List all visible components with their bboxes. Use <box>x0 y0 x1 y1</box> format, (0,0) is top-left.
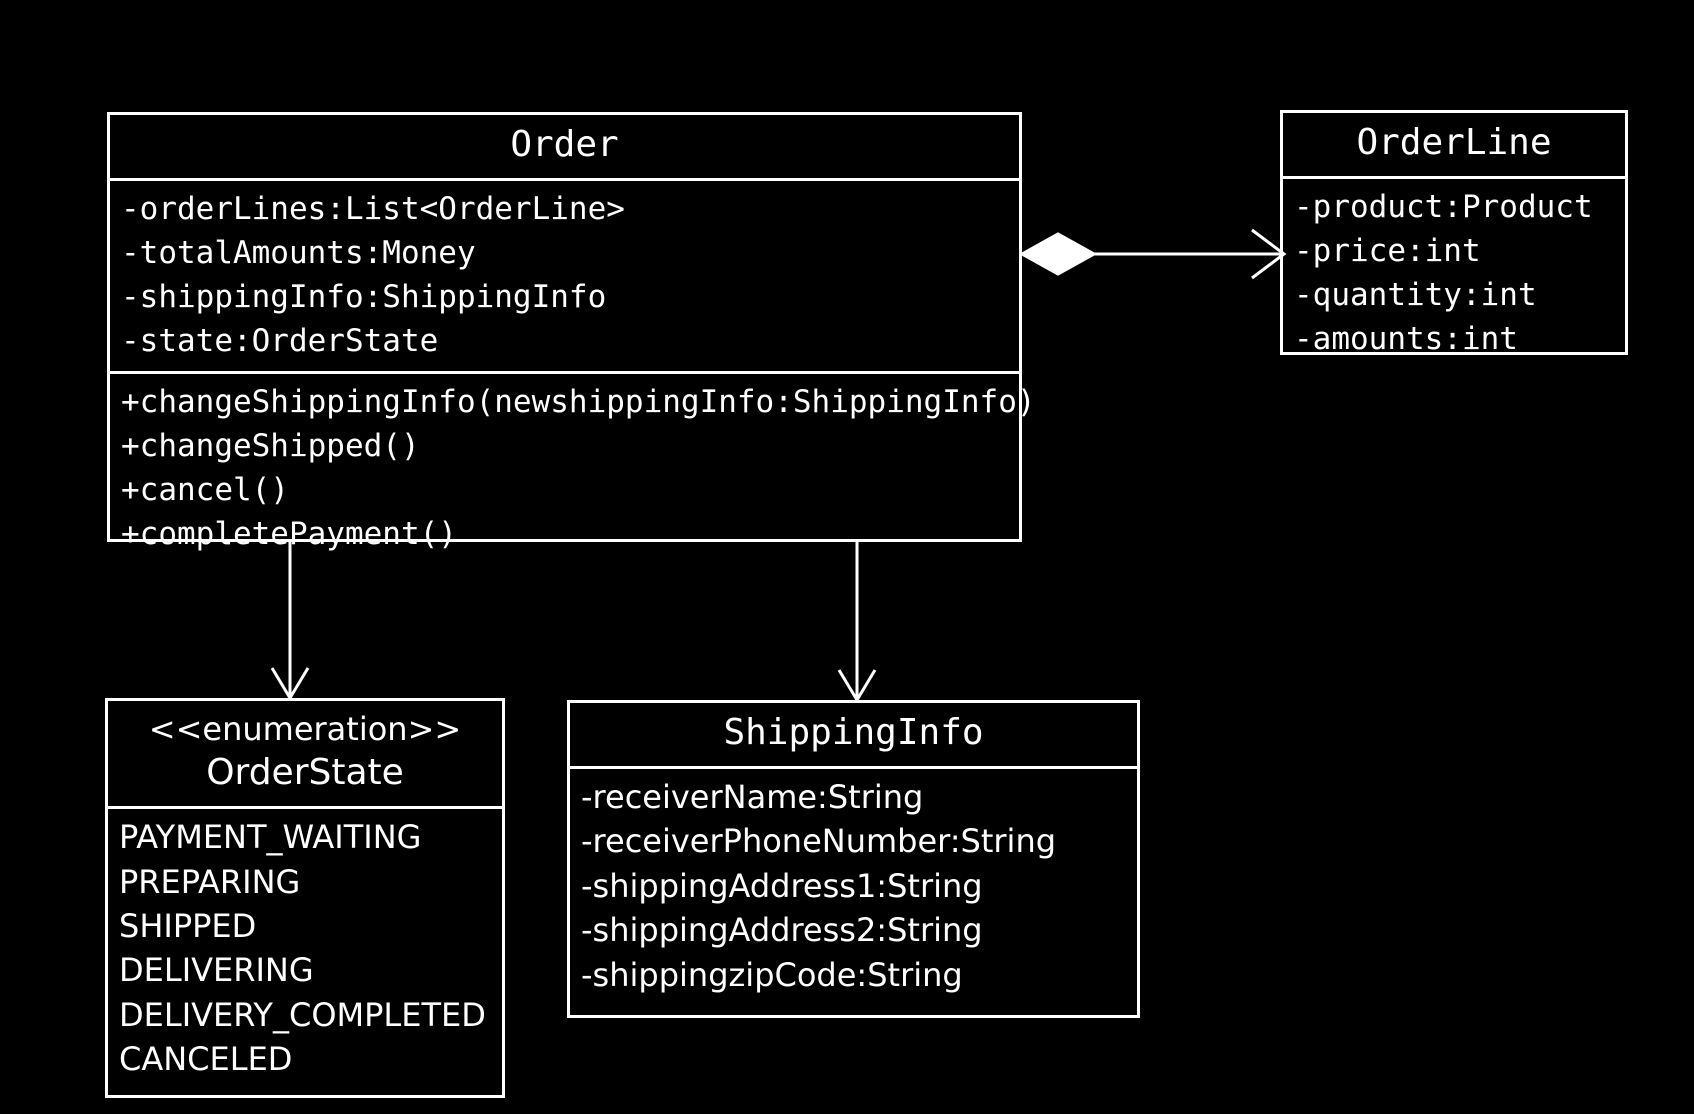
attributes-compartment-shippinginfo: -receiverName:String -receiverPhoneNumbe… <box>570 769 1137 1005</box>
open-arrow-icon <box>837 669 877 703</box>
class-name-orderline: OrderLine <box>1356 122 1552 163</box>
enum-literal-row: DELIVERY_COMPLETED <box>119 995 486 1034</box>
attribute-row: -product:Product <box>1294 188 1593 225</box>
attribute-row: -quantity:int <box>1294 276 1537 313</box>
compartment-divider <box>1283 175 1625 179</box>
attribute-row: -amounts:int <box>1294 320 1518 357</box>
class-box-orderstate[interactable]: <<enumeration>> OrderState PAYMENT_WAITI… <box>105 698 505 1098</box>
compartment-divider <box>110 370 1019 374</box>
operation-row: +changeShippingInfo(newshippingInfo:Ship… <box>121 383 1036 420</box>
compartment-divider <box>108 806 502 810</box>
operations-compartment-order: +changeShippingInfo(newshippingInfo:Ship… <box>110 374 1036 564</box>
attribute-row: -shippingAddress2:String <box>581 911 983 950</box>
class-name-orderstate: OrderState <box>206 752 404 794</box>
enum-literal-row: PAYMENT_WAITING <box>119 818 422 857</box>
composition-connector-svg <box>1018 228 1287 280</box>
attribute-row: -shippingAddress1:String <box>581 866 983 905</box>
class-box-orderline[interactable]: OrderLine -product:Product -price:int -q… <box>1280 110 1628 357</box>
class-box-order[interactable]: Order -orderLines:List<OrderLine> -total… <box>107 112 1036 552</box>
attribute-row: -price:int <box>1294 232 1481 269</box>
stereotype-label: <<enumeration>> <box>148 710 462 748</box>
attribute-row: -receiverPhoneNumber:String <box>581 822 1057 861</box>
open-arrow-icon <box>1251 228 1287 280</box>
filled-diamond-icon <box>1018 232 1098 276</box>
attribute-row: -receiverName:String <box>581 777 924 816</box>
open-arrow-icon <box>270 667 310 701</box>
association-connector-svg <box>270 540 310 701</box>
association-connector-svg <box>837 540 877 703</box>
class-box-shippinginfo[interactable]: ShippingInfo -receiverName:String -recei… <box>567 700 1140 1018</box>
class-header-orderline: OrderLine <box>1283 113 1625 176</box>
attribute-row: -state:OrderState <box>121 322 439 359</box>
enum-literal-row: CANCELED <box>119 1040 293 1079</box>
enum-literal-row: SHIPPED <box>119 906 257 945</box>
compartment-divider <box>570 765 1137 769</box>
attribute-row: -shippingzipCode:String <box>581 955 963 994</box>
class-header-orderstate: <<enumeration>> OrderState <box>108 701 502 806</box>
operation-row: +changeShipped() <box>121 427 420 464</box>
literals-compartment-orderstate: PAYMENT_WAITING PREPARING SHIPPED DELIVE… <box>108 809 502 1090</box>
operation-row: +cancel() <box>121 471 289 508</box>
attribute-row: -orderLines:List<OrderLine> <box>121 190 625 227</box>
enum-literal-row: PREPARING <box>119 862 301 901</box>
connector-order-to-shippinginfo[interactable] <box>835 540 879 704</box>
class-name-order: Order <box>510 124 619 165</box>
class-header-shippinginfo: ShippingInfo <box>570 703 1137 766</box>
class-name-shippinginfo: ShippingInfo <box>723 712 984 753</box>
connector-order-to-orderline[interactable] <box>1014 212 1294 302</box>
attributes-compartment-order: -orderLines:List<OrderLine> -totalAmount… <box>110 181 1019 371</box>
operation-row: +completePayment() <box>121 515 457 552</box>
attribute-row: -totalAmounts:Money <box>121 234 476 271</box>
attributes-compartment-orderline: -product:Product -price:int -quantity:in… <box>1283 179 1625 369</box>
attribute-row: -shippingInfo:ShippingInfo <box>121 278 607 315</box>
connector-order-to-orderstate[interactable] <box>268 540 312 702</box>
enum-literal-row: DELIVERING <box>119 951 314 990</box>
class-header-order: Order <box>110 115 1019 178</box>
compartment-divider <box>110 177 1019 181</box>
